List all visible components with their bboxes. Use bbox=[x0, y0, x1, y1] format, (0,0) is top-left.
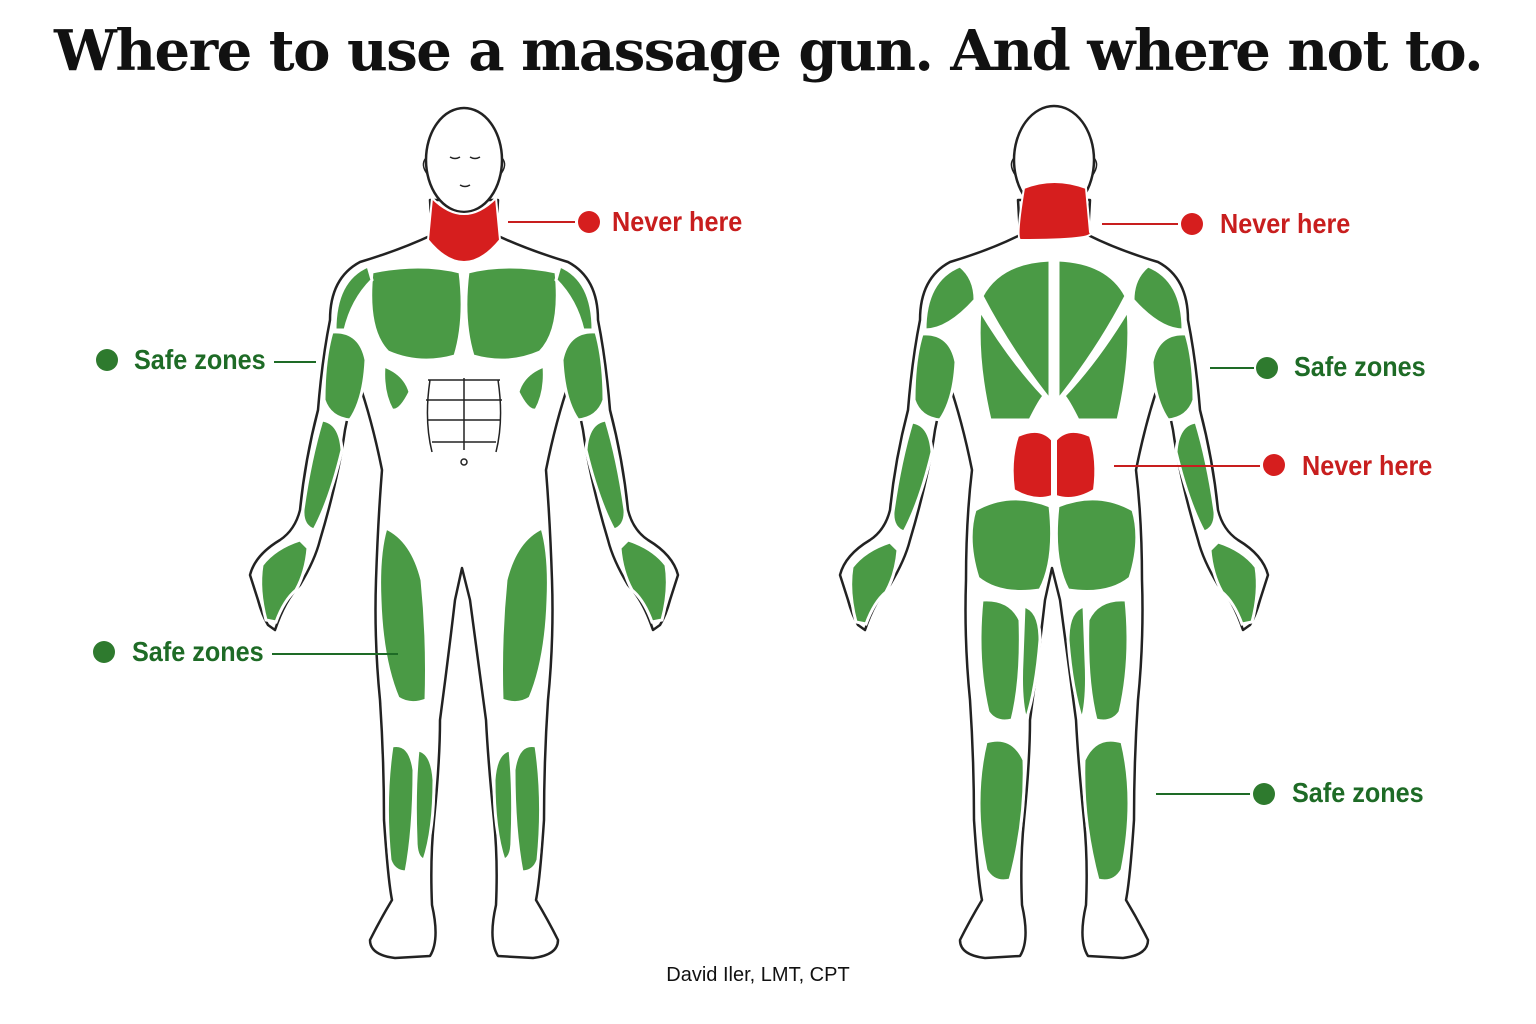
back-right-glute bbox=[1054, 497, 1139, 593]
back-right-upper-arm bbox=[1150, 332, 1196, 422]
back-left-hand bbox=[849, 540, 900, 626]
front-right-shin bbox=[512, 744, 543, 874]
back-neck-callout bbox=[1102, 213, 1203, 235]
back-arm-label: Safe zones bbox=[1294, 351, 1426, 382]
front-left-pec bbox=[369, 265, 464, 362]
back-lower-back-callout bbox=[1114, 454, 1285, 476]
back-right-calf bbox=[1082, 738, 1131, 883]
author-credit: David Iler, LMT, CPT bbox=[666, 964, 850, 986]
front-thigh-callout bbox=[93, 641, 398, 663]
front-right-pec bbox=[464, 265, 559, 362]
green-dot-icon bbox=[1256, 357, 1278, 379]
front-right-thigh bbox=[500, 525, 550, 705]
front-left-upper-arm bbox=[322, 330, 368, 422]
front-right-shin-inner bbox=[492, 748, 515, 862]
front-right-hand bbox=[618, 538, 669, 624]
front-left-shin-inner bbox=[413, 748, 436, 862]
back-left-glute bbox=[969, 497, 1054, 593]
back-right-shoulder bbox=[1131, 264, 1185, 332]
front-neck-label: Never here bbox=[612, 206, 743, 237]
back-lower-back-danger-left bbox=[1011, 430, 1053, 499]
back-left-trap bbox=[980, 258, 1052, 405]
back-lower-back-label: Never here bbox=[1302, 450, 1433, 481]
back-left-shoulder bbox=[923, 264, 977, 332]
front-body-outline bbox=[248, 198, 680, 960]
front-neck-callout bbox=[508, 211, 600, 233]
back-left-calf bbox=[977, 738, 1026, 883]
front-right-forearm bbox=[584, 418, 627, 532]
back-right-forearm bbox=[1174, 420, 1217, 534]
back-neck-danger-zone bbox=[1017, 181, 1092, 242]
front-left-oblique bbox=[382, 363, 412, 412]
back-right-trap bbox=[1056, 258, 1128, 405]
front-arm-label: Safe zones bbox=[134, 344, 266, 375]
front-left-forearm bbox=[301, 418, 344, 532]
back-calf-label: Safe zones bbox=[1292, 777, 1424, 808]
red-dot-icon bbox=[1263, 454, 1285, 476]
back-lower-back-danger-right bbox=[1055, 430, 1097, 499]
green-dot-icon bbox=[93, 641, 115, 663]
front-right-oblique bbox=[516, 363, 546, 412]
front-neck-danger-zone bbox=[426, 195, 502, 264]
front-abs-outline bbox=[426, 378, 502, 453]
green-dot-icon bbox=[1253, 783, 1275, 805]
back-ears bbox=[1010, 157, 1098, 177]
front-head bbox=[424, 106, 504, 214]
front-left-shin bbox=[385, 744, 416, 874]
back-arm-callout bbox=[1210, 357, 1278, 379]
back-neck-label: Never here bbox=[1220, 208, 1351, 239]
back-left-forearm bbox=[891, 420, 934, 534]
back-figure bbox=[838, 104, 1270, 960]
back-left-hamstring-inner bbox=[1020, 604, 1042, 725]
front-left-shoulder bbox=[333, 263, 374, 332]
green-dot-icon bbox=[96, 349, 118, 371]
back-left-upper-arm bbox=[912, 332, 958, 422]
front-left-thigh bbox=[378, 525, 428, 705]
front-left-hand bbox=[259, 538, 310, 624]
front-right-shoulder bbox=[554, 263, 595, 332]
back-body-outline bbox=[838, 198, 1270, 960]
front-figure bbox=[248, 106, 680, 960]
page-title: Where to use a massage gun. And where no… bbox=[53, 18, 1484, 84]
back-right-lat bbox=[1061, 305, 1131, 422]
back-right-hand bbox=[1208, 540, 1259, 626]
red-dot-icon bbox=[578, 211, 600, 233]
front-arm-callout bbox=[96, 349, 316, 371]
front-thigh-label: Safe zones bbox=[132, 636, 264, 667]
back-calf-callout bbox=[1156, 783, 1275, 805]
front-face-detail bbox=[422, 156, 506, 188]
back-left-lat bbox=[977, 305, 1047, 422]
red-dot-icon bbox=[1181, 213, 1203, 235]
back-left-hamstring bbox=[978, 598, 1022, 723]
back-right-hamstring-inner bbox=[1066, 604, 1088, 725]
back-right-hamstring bbox=[1086, 598, 1130, 723]
front-right-upper-arm bbox=[560, 330, 606, 422]
front-navel bbox=[460, 458, 468, 466]
